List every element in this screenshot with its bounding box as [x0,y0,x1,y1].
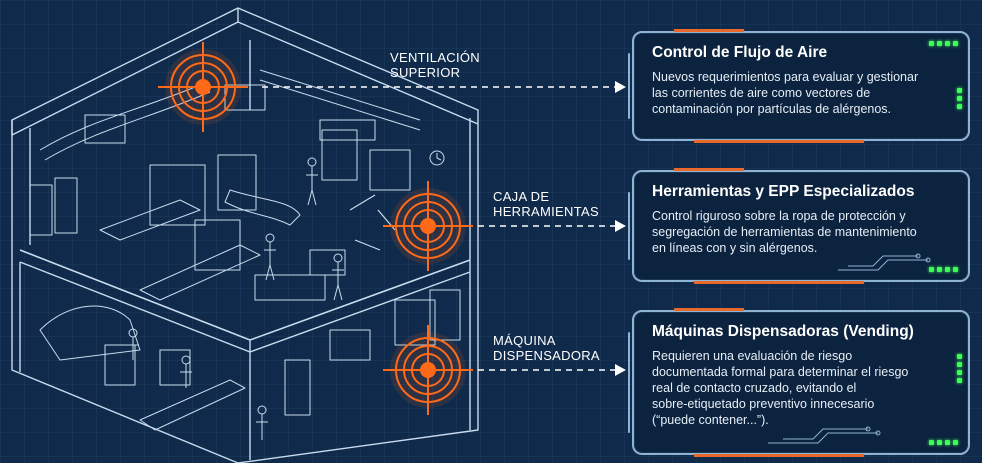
card-accent [674,168,744,171]
card-control-flujo-aire: Control de Flujo de Aire Nuevos requerim… [628,29,970,143]
circuit-decoration [838,253,931,271]
card-accent [694,454,864,457]
card-title: Control de Flujo de Aire [652,44,828,61]
arrowhead-maquina [615,364,626,376]
label-maquina-dispensadora: MÁQUINA DISPENSADORA [493,333,600,363]
arrowhead-ventilacion [615,81,626,93]
status-leds-vertical [957,354,962,383]
card-accent [694,281,864,284]
card-title: Máquinas Dispensadoras (Vending) [652,323,914,340]
upper-floor-slab [19,249,471,341]
status-leds [929,41,958,46]
target-ventilacion [158,42,248,132]
status-leds-vertical [957,88,962,109]
target-maquina [383,325,473,415]
status-leds [929,440,958,445]
label-ventilacion-superior: VENTILACIÓN SUPERIOR [390,50,480,80]
card-accent [694,140,864,143]
target-caja [383,181,473,271]
card-title: Herramientas y EPP Especializados [652,183,915,200]
card-accent [674,29,744,32]
card-accent [674,308,744,311]
arrowhead-caja [615,220,626,232]
label-caja-de-herramientas: CAJA DE HERRAMIENTAS [493,189,599,219]
card-herramientas-epp: Herramientas y EPP Especializados Contro… [628,168,970,284]
card-body: Requieren una evaluación de riesgo docum… [652,349,909,427]
card-body: Nuevos requerimientos para evaluar y ges… [652,70,919,116]
card-maquinas-dispensadoras: Máquinas Dispensadoras (Vending) Requier… [628,308,970,457]
circuit-decoration [768,426,881,444]
status-leds [929,267,958,272]
card-body: Control riguroso sobre la ropa de protec… [652,209,917,255]
